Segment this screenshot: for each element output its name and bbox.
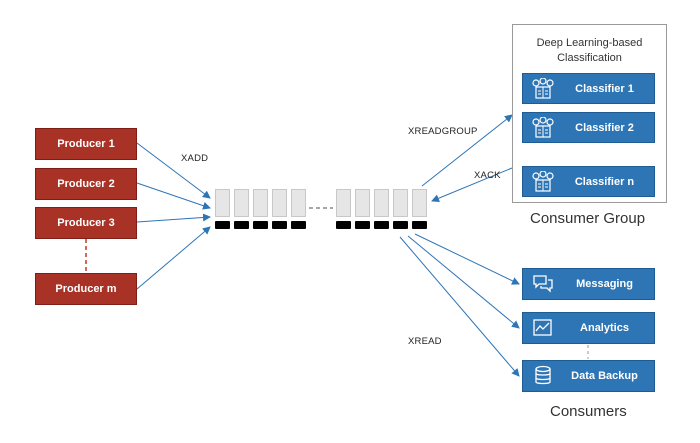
- stream-entry: [215, 189, 230, 217]
- chat-icon: [523, 274, 563, 294]
- stream-entry-id: [355, 221, 370, 229]
- arrow-producer2-stream: [136, 182, 211, 210]
- arrow-databackup: [399, 236, 520, 377]
- stream-entry-id: [374, 221, 389, 229]
- xread-label: XREAD: [408, 336, 442, 347]
- consumer-data-backup: Data Backup: [522, 360, 655, 392]
- neural-network-icon: [523, 77, 563, 100]
- stream-entry: [253, 189, 268, 217]
- arrow-messaging: [414, 233, 520, 285]
- panel-title: Deep Learning-based Classification: [536, 37, 643, 64]
- producer-1: Producer 1: [35, 128, 137, 160]
- stream-entry-id: [336, 221, 351, 229]
- neural-network-icon: [523, 116, 563, 139]
- arrow-producer1-stream: [136, 142, 211, 199]
- stream-entry-id: [253, 221, 268, 229]
- stream-entry: [412, 189, 427, 217]
- arrow-producerm-stream: [136, 226, 211, 290]
- classifier-1: Classifier 1: [522, 73, 655, 104]
- producer-m: Producer m: [35, 273, 137, 305]
- stream-entry: [291, 189, 306, 217]
- stream-entry: [234, 189, 249, 217]
- database-icon: [523, 365, 563, 387]
- stream-entry: [355, 189, 370, 217]
- arrow-producer3-stream: [136, 213, 211, 223]
- classifier-n: Classifier n: [522, 166, 655, 197]
- stream-entry: [272, 189, 287, 217]
- stream-entry-id: [291, 221, 306, 229]
- producer-2: Producer 2: [35, 168, 137, 200]
- arrow-analytics: [407, 235, 520, 329]
- stream-entry: [393, 189, 408, 217]
- chart-icon: [523, 318, 563, 338]
- neural-network-icon: [523, 170, 563, 193]
- xack-label: XACK: [474, 170, 501, 181]
- stream-entry-id: [215, 221, 230, 229]
- classifier-2: Classifier 2: [522, 112, 655, 143]
- xadd-label: XADD: [181, 153, 209, 164]
- arrow-xreadgroup: [421, 114, 513, 187]
- consumer-group-label: Consumer Group: [530, 210, 646, 227]
- stream-entry: [336, 189, 351, 217]
- stream-entry-id: [393, 221, 408, 229]
- consumer-analytics: Analytics: [522, 312, 655, 344]
- stream-entry: [374, 189, 389, 217]
- stream-entry-id: [234, 221, 249, 229]
- consumers-label: Consumers: [550, 403, 627, 420]
- consumer-messaging: Messaging: [522, 268, 655, 300]
- stream-entry-id: [412, 221, 427, 229]
- arrow-xack: [431, 167, 513, 203]
- stream-entry-id: [272, 221, 287, 229]
- xreadgroup-label: XREADGROUP: [408, 126, 478, 137]
- producer-3: Producer 3: [35, 207, 137, 239]
